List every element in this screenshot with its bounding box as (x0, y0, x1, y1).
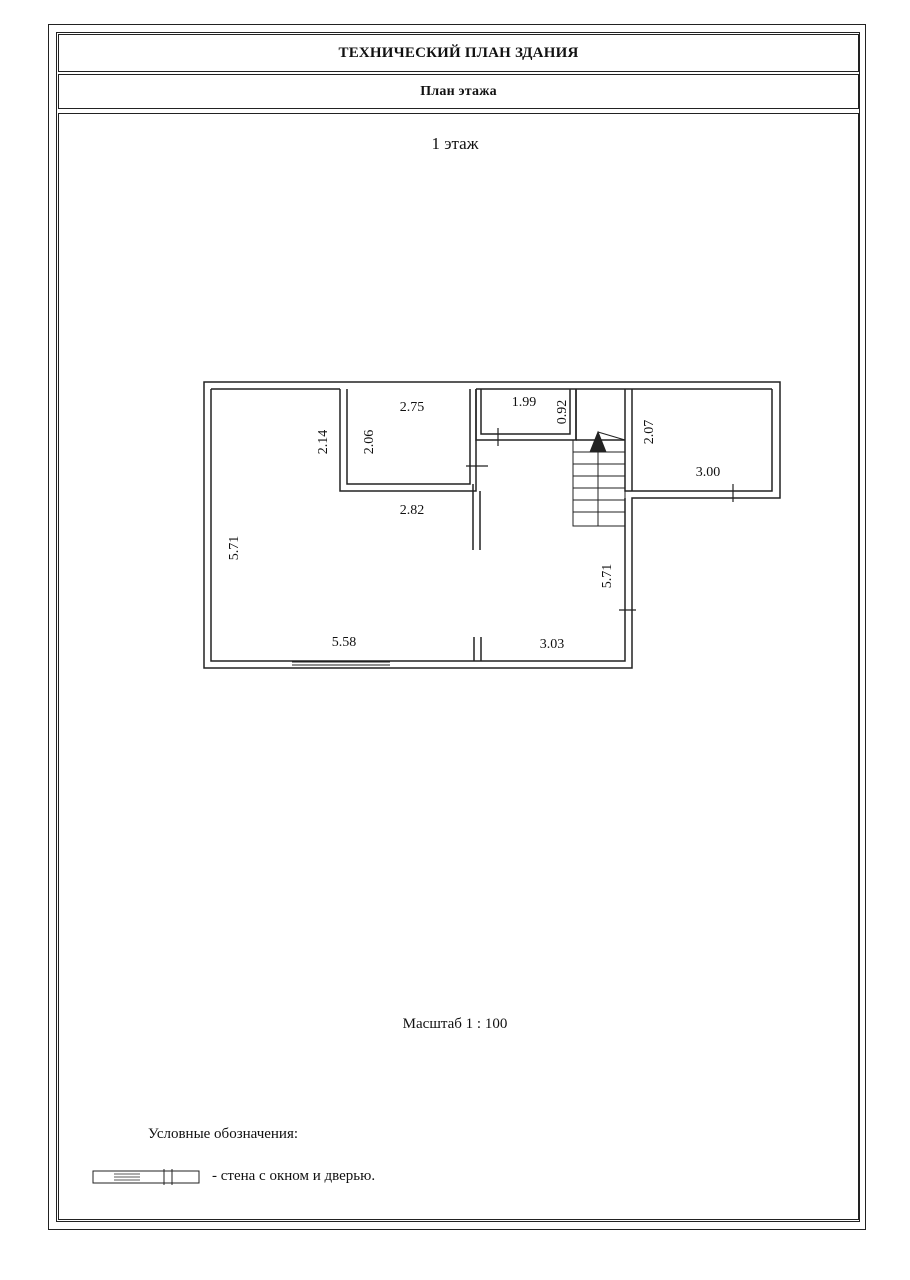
legend-row: - стена с окном и дверью. (92, 1168, 375, 1185)
dim-bottom-right: 3.03 (540, 637, 565, 652)
dim-room-b-width: 1.99 (512, 395, 537, 410)
scale-label: Масштаб 1 : 100 (402, 1016, 508, 1032)
wall-window-door-symbol (92, 1168, 200, 1185)
outer-wall (203, 381, 781, 669)
partition-wall (472, 388, 772, 550)
dim-room-c-height: 2.07 (642, 420, 657, 445)
inner-wall-line (210, 388, 626, 662)
dim-room-a-inner-height: 2.06 (362, 430, 377, 455)
legend-description: - стена с окном и дверью. (212, 1168, 376, 1184)
room-a-inner (346, 389, 471, 485)
document-title: ТЕХНИЧЕСКИЙ ПЛАН ЗДАНИЯ (58, 34, 859, 72)
sheet-inner-border (56, 32, 860, 1222)
dim-left-height: 5.71 (227, 536, 242, 561)
document-subtitle: План этажа (58, 74, 859, 109)
dim-room-a-height: 2.14 (316, 430, 331, 455)
bottom-partition (473, 637, 482, 661)
window-symbol (292, 661, 390, 669)
legend-title: Условные обозначения: (148, 1126, 299, 1142)
sheet-outer-border (48, 24, 866, 1230)
floor-label: 1 этаж (431, 134, 479, 153)
dim-room-b-height: 0.92 (555, 400, 570, 425)
door-symbols (466, 428, 734, 611)
dim-room-c-width: 3.00 (696, 465, 721, 480)
dim-room-a-bottom: 2.82 (400, 503, 425, 518)
dim-bottom-left: 5.58 (332, 635, 357, 650)
plan-frame (58, 113, 859, 1220)
dim-room-a-width: 2.75 (400, 400, 425, 415)
staircase (572, 430, 626, 527)
dim-right-height: 5.71 (600, 564, 615, 589)
room-b-inner (480, 389, 571, 435)
